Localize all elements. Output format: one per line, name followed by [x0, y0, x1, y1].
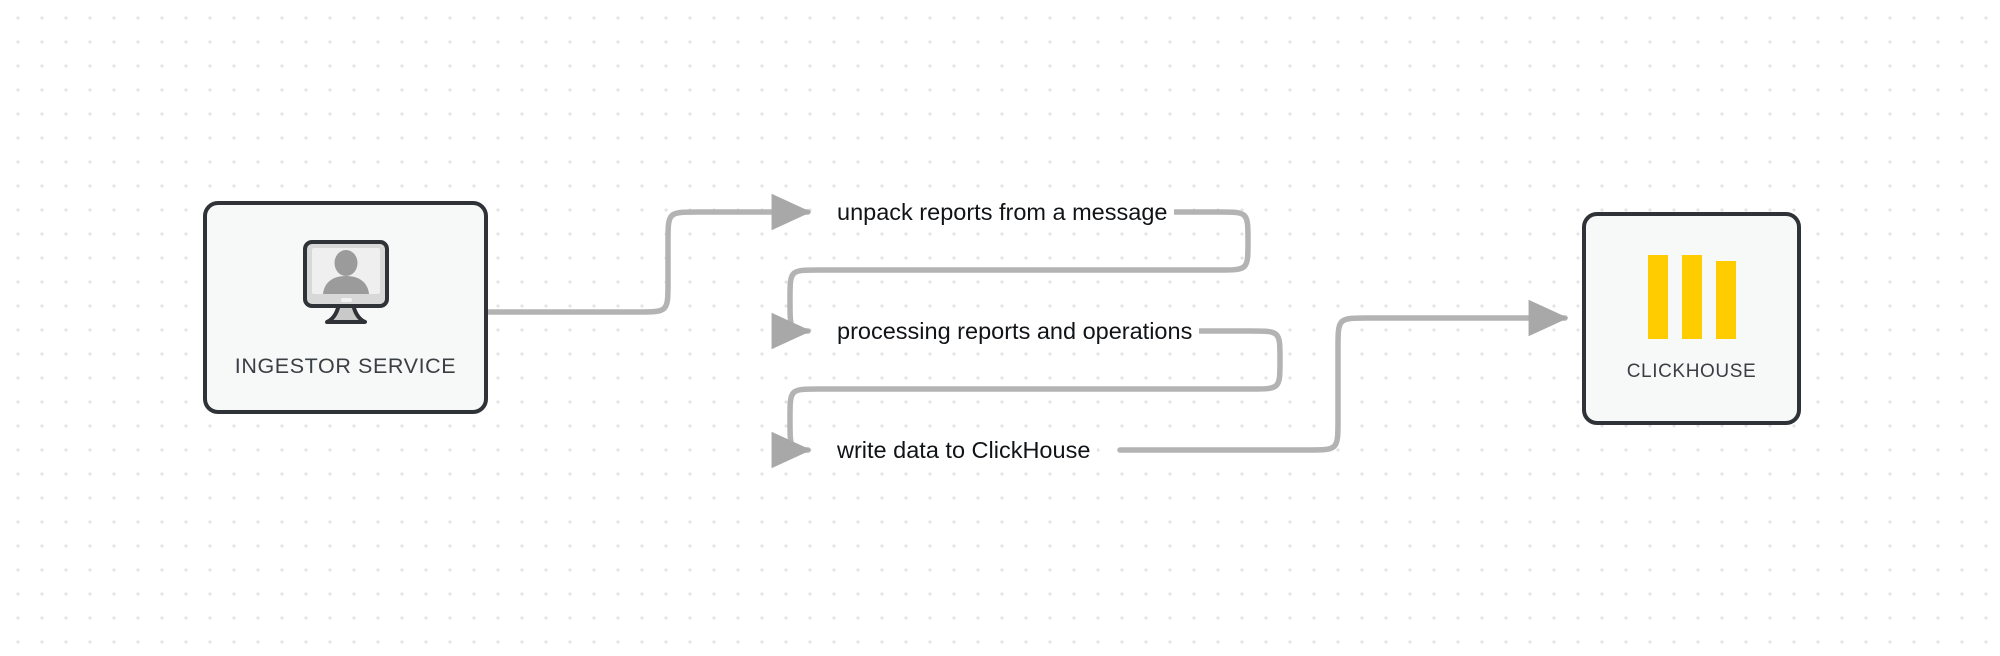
edge-label-processing-reports: processing reports and operations	[830, 316, 1200, 346]
edge-path-unpack-to-processing	[771, 209, 1251, 350]
node-ingestor-service[interactable]: INGESTOR SERVICE	[203, 201, 488, 414]
edge-path-ingestor-to-unpack	[486, 193, 812, 315]
node-label-ingestor-service: INGESTOR SERVICE	[234, 353, 457, 378]
clickhouse-bar-1	[1647, 254, 1668, 339]
clickhouse-bar-3	[1715, 260, 1736, 339]
node-label-clickhouse: CLICKHOUSE	[1626, 360, 1757, 382]
monitor-user-icon	[296, 237, 396, 334]
clickhouse-bar-2	[1681, 254, 1702, 339]
edge-path-processing-to-write	[771, 328, 1283, 469]
node-clickhouse[interactable]: CLICKHOUSE	[1582, 212, 1801, 425]
edge-label-write-data: write data to ClickHouse	[830, 435, 1098, 465]
clickhouse-logo-icon	[1647, 254, 1736, 339]
edge-label-unpack-reports: unpack reports from a message	[830, 197, 1175, 227]
